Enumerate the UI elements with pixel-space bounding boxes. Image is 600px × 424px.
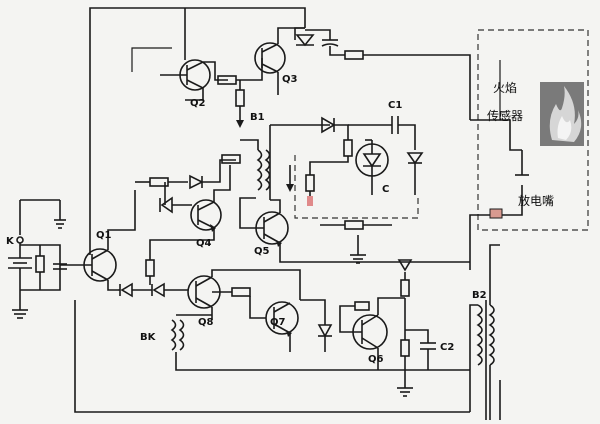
resistor-left-secondary (305, 174, 315, 206)
sensor-lines (469, 60, 529, 245)
diode-q4-lower (159, 182, 192, 214)
transistor-q6 (339, 297, 405, 370)
diode-q7 (300, 299, 333, 352)
label-q6: Q6 (368, 354, 384, 365)
label-q2: Q2 (190, 98, 206, 109)
transistor-q7 (249, 296, 299, 352)
resistor-top-right (344, 50, 471, 120)
electrode-tip (489, 208, 503, 219)
label-igniter: 放电嘴 (518, 193, 554, 208)
label-q5: Q5 (254, 246, 270, 257)
bottom-return-wire (74, 300, 470, 413)
label-q1: Q1 (96, 230, 112, 241)
diode-pair-lower (118, 282, 188, 298)
transistor-q5 (239, 165, 470, 263)
resistor-q2-q3 (217, 58, 263, 85)
resistor-q4-upper (135, 177, 188, 187)
scr-c (355, 139, 389, 195)
transistor-q1 (60, 190, 136, 291)
label-b2: B2 (472, 290, 487, 301)
resistor-q2-emitter (235, 80, 245, 128)
resistor-q6-mid (400, 298, 410, 370)
secondary-dashed-loop (294, 155, 419, 219)
battery (8, 257, 32, 319)
switch-k (16, 199, 66, 258)
label-q4: Q4 (196, 238, 212, 249)
transformer-bk (170, 314, 212, 371)
transistor-q8 (187, 269, 301, 320)
flame-image (540, 82, 584, 146)
ground-center (320, 220, 392, 264)
transformer-b1 (240, 124, 330, 200)
resistor-q6-top (397, 259, 413, 297)
label-flame-line2: 传感器 (487, 108, 523, 123)
label-c: C (382, 184, 389, 195)
label-q7: Q7 (270, 317, 286, 328)
flame-sensor-box (477, 29, 589, 231)
diode-q4-upper (189, 154, 241, 190)
label-q8: Q8 (198, 317, 214, 328)
label-flame-line1: 火焰 (493, 80, 517, 95)
resistor-q4-base (145, 259, 155, 285)
label-k: K (6, 236, 15, 247)
resistor-q8-q7 (231, 287, 251, 297)
label-q3: Q3 (282, 74, 298, 85)
top-supply-wire (89, 7, 306, 255)
transistor-q2 (131, 47, 228, 101)
label-bk: BK (140, 332, 157, 343)
lower-ground-bus (212, 245, 471, 397)
input-rc-pair (20, 244, 67, 291)
label-c1: C1 (388, 100, 402, 111)
capacitor-c1 (348, 116, 416, 150)
label-b1: B1 (250, 112, 265, 123)
diode-b1-out (309, 116, 353, 175)
resistor-marker (307, 196, 313, 206)
diode-q3-bypass (294, 27, 345, 56)
capacitor-c2 (405, 329, 436, 370)
transformer-b2 (469, 244, 501, 420)
label-c2: C2 (440, 342, 454, 353)
transistor-q4 (149, 165, 231, 260)
diode-right-vertical (406, 152, 424, 195)
